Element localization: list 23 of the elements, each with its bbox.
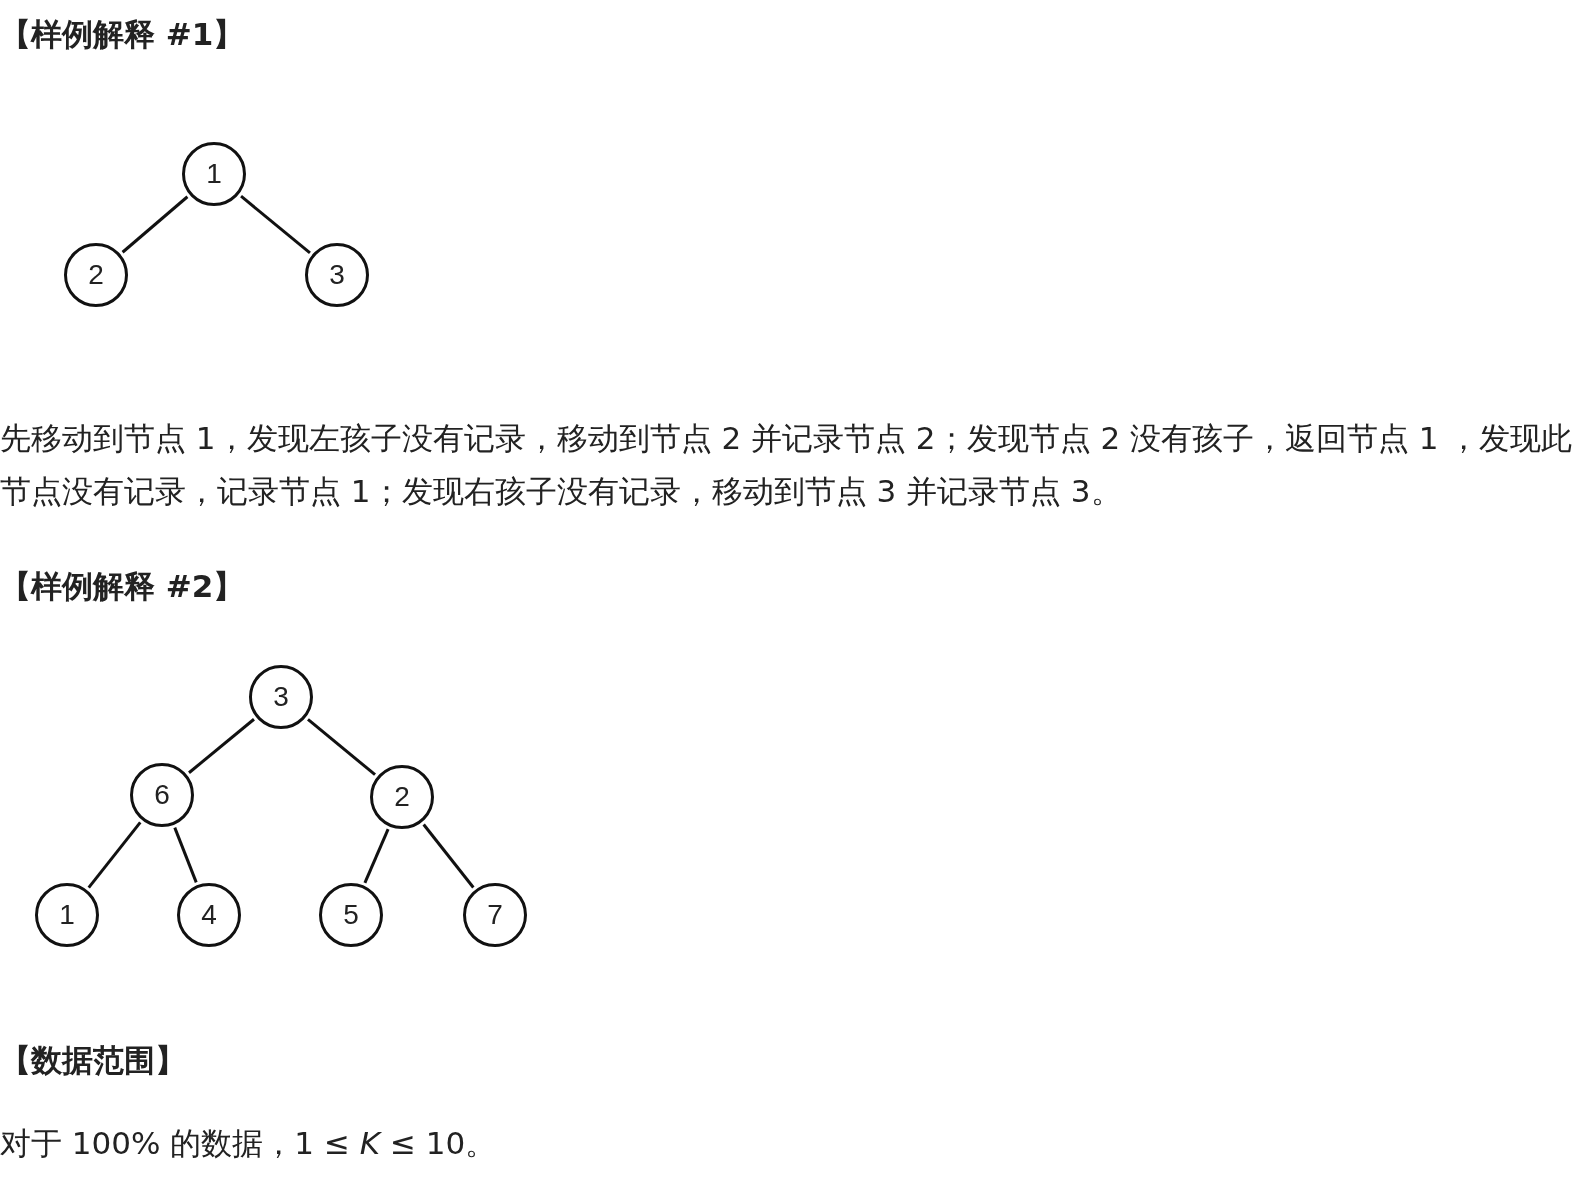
tree-node: 7 bbox=[463, 883, 527, 947]
paragraph: 对于 100% 的数据，1 ≤ K ≤ 10。 bbox=[0, 1124, 498, 1163]
tree-edge bbox=[307, 718, 376, 776]
tree-edge bbox=[240, 195, 311, 254]
tree-edge bbox=[363, 828, 390, 884]
paragraph: 先移动到节点 1，发现左孩子没有记录，移动到节点 2 并记录节点 2；发现节点 2 没有孩子，返回节点 1 ，发现此节点没有记录，记录节点 1；发现右孩子没有记录，移动到节点 3 并记录节点 3。 bbox=[0, 419, 1574, 511]
section-heading: 【样例解释 #1】 bbox=[0, 15, 246, 54]
tree-node: 4 bbox=[177, 883, 241, 947]
tree-edge bbox=[188, 718, 255, 774]
tree-node: 3 bbox=[249, 665, 313, 729]
tree-node: 6 bbox=[130, 763, 194, 827]
tree-edge bbox=[121, 195, 189, 254]
tree-edge bbox=[422, 823, 475, 889]
tree-node: 2 bbox=[64, 243, 128, 307]
tree-node: 1 bbox=[35, 883, 99, 947]
tree-node: 3 bbox=[305, 243, 369, 307]
tree-node: 2 bbox=[370, 765, 434, 829]
tree-edge bbox=[173, 827, 198, 883]
tree-node: 1 bbox=[182, 142, 246, 206]
section-heading: 【样例解释 #2】 bbox=[0, 567, 246, 606]
tree-node: 5 bbox=[319, 883, 383, 947]
tree-edge bbox=[87, 821, 142, 889]
section-heading: 【数据范围】 bbox=[0, 1041, 187, 1080]
